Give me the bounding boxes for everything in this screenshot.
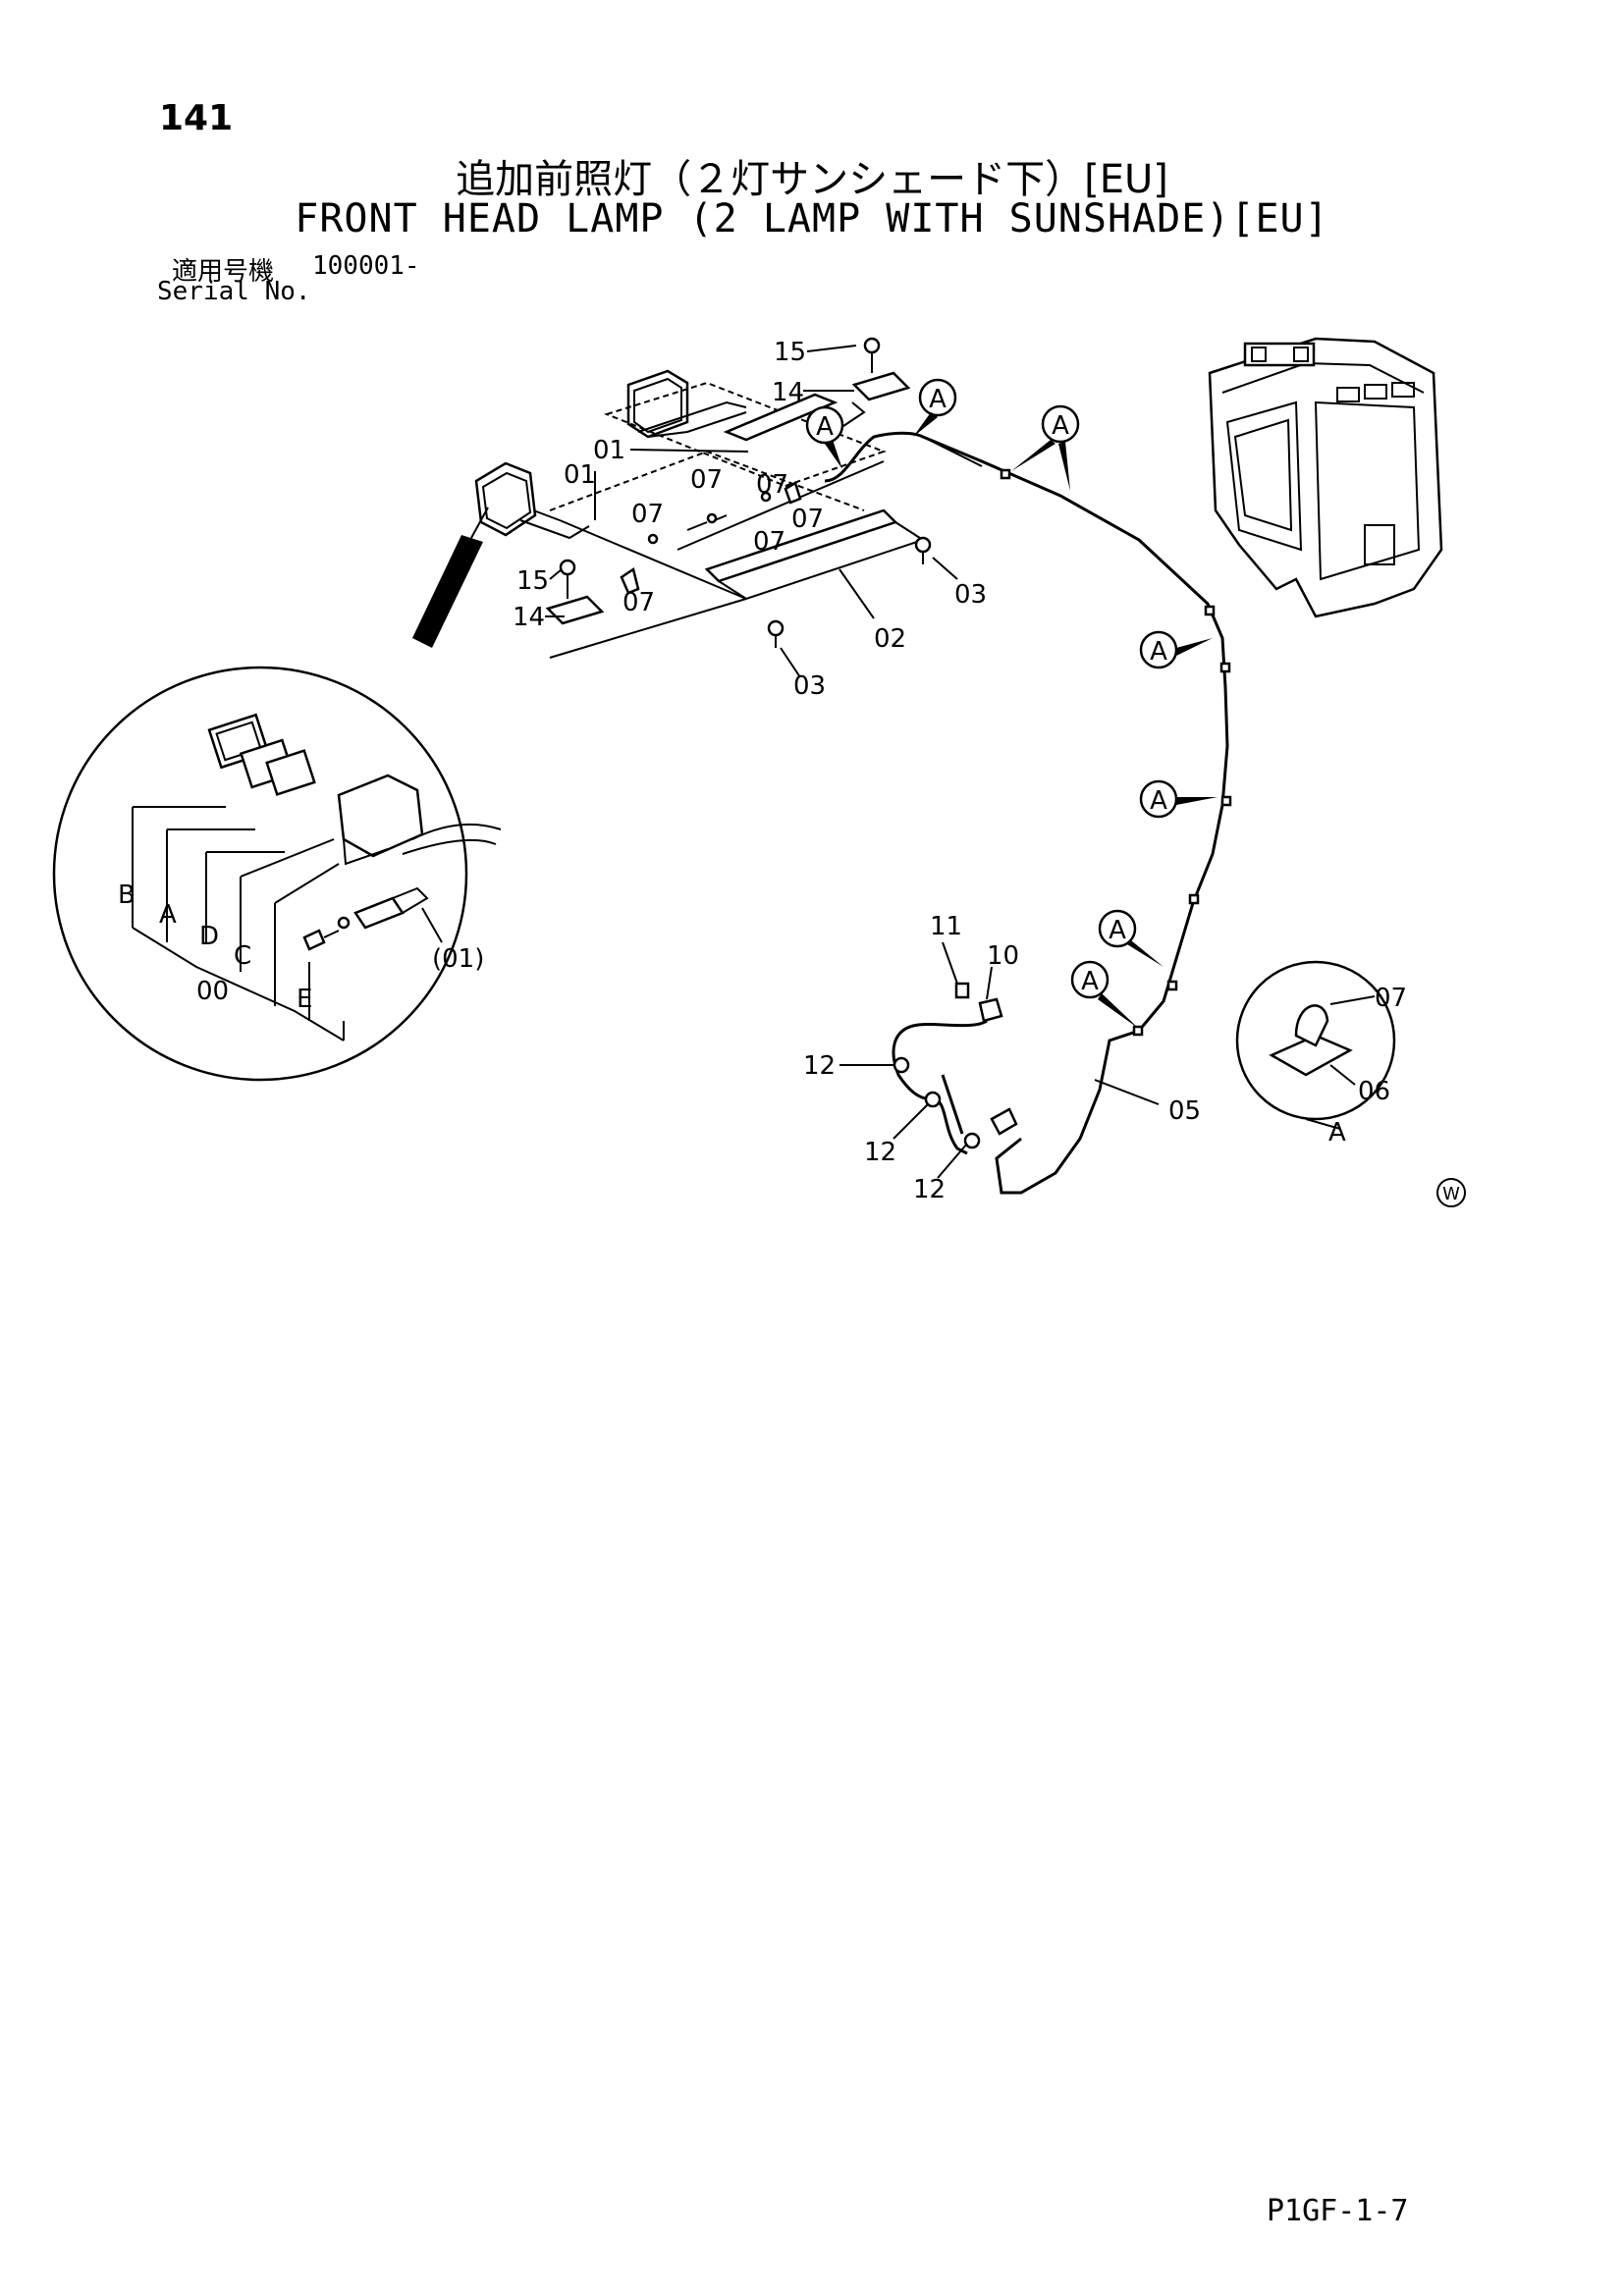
- lamp-detail-label-b: B: [118, 881, 135, 910]
- callout-07: 07: [791, 505, 824, 534]
- cab-drawing: [1208, 337, 1443, 618]
- callout-12-a: 12: [803, 1051, 836, 1081]
- callout-14-left: 14: [513, 603, 545, 632]
- clamp-marker-label: A: [929, 385, 947, 414]
- callout-05: 05: [1168, 1096, 1201, 1126]
- callout-07: 07: [631, 500, 664, 529]
- callout-03-right: 03: [954, 580, 987, 610]
- serial-label-japanese: 適用号機: [172, 257, 275, 287]
- right-lamp-drawing: [474, 461, 590, 540]
- lamp-detail-label-c: C: [234, 941, 251, 971]
- callout-07: 07: [753, 527, 785, 557]
- lamp-detail-label-a: A: [159, 900, 177, 930]
- lamp-detail-label-e: E: [297, 985, 312, 1014]
- callout-07: 07: [756, 470, 788, 500]
- title-japanese: 追加前照灯（２灯サンシェード下）[EU]: [456, 157, 1168, 202]
- clamp-marker: A: [1139, 779, 1218, 819]
- callout-07: 07: [690, 465, 723, 495]
- clamp-marker: A: [913, 378, 957, 437]
- clamp-detail-circle: [1235, 960, 1396, 1130]
- clamp-marker: A: [1098, 909, 1164, 967]
- callout-06-detail: 06: [1358, 1077, 1390, 1106]
- title-english: FRONT HEAD LAMP (2 LAMP WITH SUNSHADE)[E…: [295, 196, 1329, 241]
- wire-harness-drawing: [824, 431, 1232, 1195]
- page-code: P1GF-1-7: [1267, 2194, 1409, 2228]
- detail-pointer-arrow: [412, 535, 483, 648]
- lamp-detail-label-d: D: [199, 922, 219, 951]
- clamp-detail-label: A: [1328, 1118, 1346, 1148]
- clip-parts: [620, 481, 802, 595]
- callout-03-bottom: 03: [793, 671, 826, 701]
- clamp-marker: A: [1011, 404, 1080, 491]
- clamp-marker-label: A: [1150, 637, 1167, 667]
- lamp-detail-circle: [52, 507, 502, 1082]
- callout-11: 11: [930, 912, 962, 941]
- clamp-marker-label: A: [1150, 786, 1167, 816]
- callout-14-top: 14: [772, 378, 804, 407]
- clamp-marker-label: A: [1052, 411, 1069, 441]
- region-mark-letter: W: [1442, 1184, 1460, 1204]
- callout-07-left: 07: [623, 588, 655, 617]
- clamp-marker: A: [1139, 630, 1213, 669]
- serial-label-english: Serial No.: [157, 277, 311, 306]
- callout-01-upper: 01: [593, 436, 625, 465]
- clamp-marker-label: A: [1081, 967, 1099, 996]
- clamp-marker: A: [1070, 960, 1139, 1029]
- sub-harness-drawing: [892, 982, 1018, 1155]
- lamp-detail-label-assy: 00: [196, 977, 229, 1006]
- callout-01-lower: 01: [564, 460, 596, 490]
- callout-10: 10: [987, 941, 1019, 971]
- callout-07-detail: 07: [1375, 984, 1407, 1013]
- region-mark: W: [1436, 1178, 1466, 1207]
- serial-number-value: 100001-: [312, 251, 420, 281]
- callout-15-left: 15: [516, 566, 549, 596]
- callout-15-top: 15: [774, 338, 806, 367]
- page-number: 141: [159, 98, 234, 138]
- callout-12-b: 12: [864, 1138, 896, 1167]
- clamp-markers: A A A A A A A: [805, 378, 1218, 1029]
- clamp-marker-label: A: [1109, 916, 1126, 945]
- callout-02: 02: [874, 624, 906, 654]
- lamp-detail-label-bracket: (01): [432, 944, 484, 974]
- callout-numbers: 15 14 01 01 07 07 07 07 07 15 14 07 03 0…: [513, 338, 1407, 1204]
- lamp-detail-labels: B A D C 00 E (01): [118, 881, 484, 1014]
- leader-lines: [545, 345, 1160, 1179]
- left-lamp-drawing: [626, 369, 747, 439]
- clamp-marker: A: [805, 405, 844, 469]
- clamp-marker-label: A: [816, 412, 834, 442]
- callout-12-c: 12: [913, 1175, 946, 1204]
